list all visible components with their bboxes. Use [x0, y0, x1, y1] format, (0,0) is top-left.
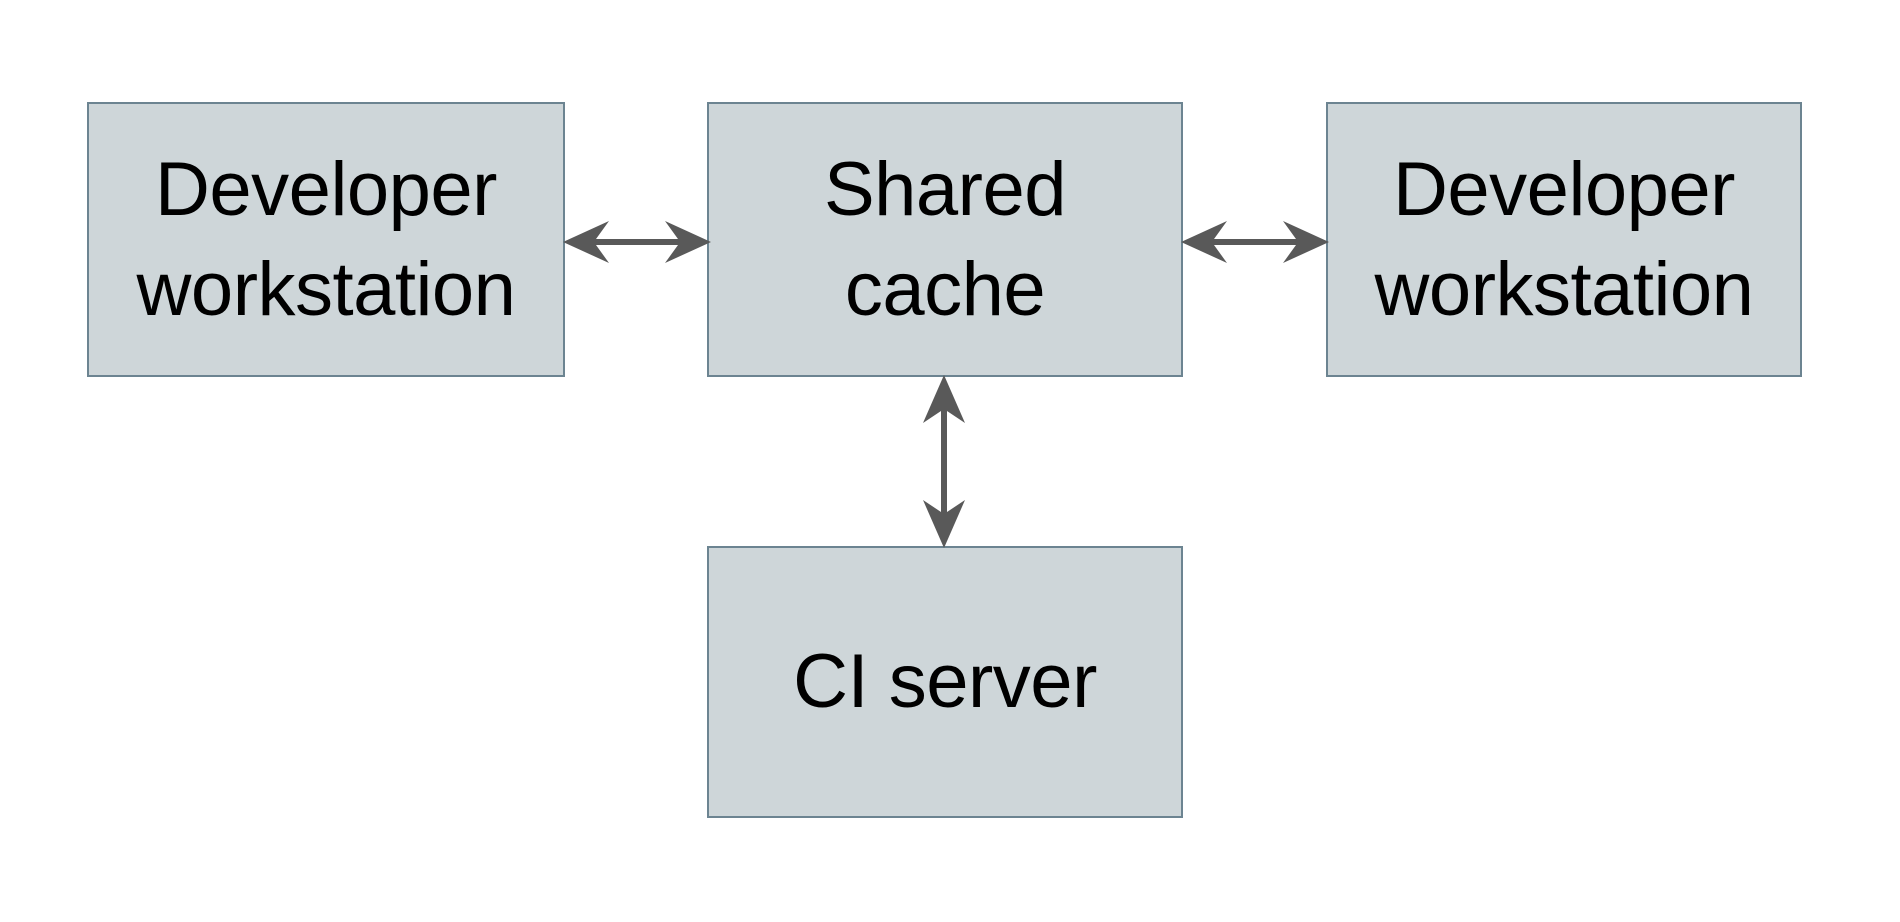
double-arrow-horizontal-icon [563, 221, 711, 263]
node-label: CI server [793, 639, 1097, 724]
edge-developer-left-to-shared-cache [563, 212, 711, 272]
node-developer-workstation-left[interactable]: Developer workstation [87, 102, 565, 377]
node-label: Developer workstation [136, 146, 516, 332]
node-shared-cache[interactable]: Shared cache [707, 102, 1183, 377]
node-developer-workstation-right[interactable]: Developer workstation [1326, 102, 1802, 377]
edge-shared-cache-to-ci-server [914, 375, 974, 548]
node-label: Shared cache [823, 146, 1067, 332]
double-arrow-vertical-icon [923, 375, 965, 548]
node-label: Developer workstation [1374, 146, 1754, 332]
node-ci-server[interactable]: CI server [707, 546, 1183, 818]
edge-shared-cache-to-developer-right [1181, 212, 1329, 272]
double-arrow-horizontal-icon [1181, 221, 1329, 263]
